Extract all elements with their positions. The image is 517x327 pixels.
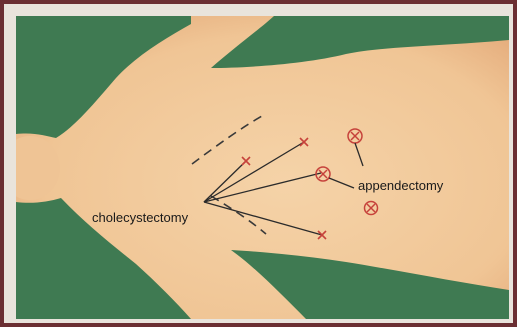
appendectomy-label: appendectomy xyxy=(358,178,444,193)
diagram-scene: cholecystectomy appendectomy xyxy=(16,16,509,319)
body-diagram: cholecystectomy appendectomy xyxy=(16,16,509,319)
cholecystectomy-label: cholecystectomy xyxy=(92,210,189,225)
